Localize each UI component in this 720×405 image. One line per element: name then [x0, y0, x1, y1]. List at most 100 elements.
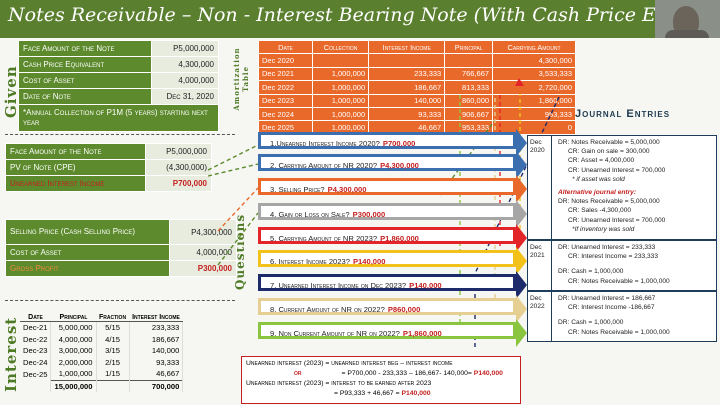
pv-value-cell: P5,000,000 [145, 143, 212, 160]
formula-box: Unearned interest (2023) = unearned inte… [241, 356, 521, 404]
given-note: *Annual Collection of P1M (5 years) star… [18, 104, 219, 132]
interest-cell: 93,333 [129, 356, 184, 368]
total-interest: 700,000 [129, 379, 184, 392]
formula-or: or [294, 370, 302, 377]
profit-label-cell: Selling Price (Cash Selling Price) [5, 219, 170, 245]
given-label-cell: Date of Note [18, 88, 152, 105]
question-arrow-head [516, 246, 527, 275]
interest-cell: 46,667 [129, 368, 184, 380]
given-value-cell: 4,000,000 [151, 72, 219, 89]
question-answer: P300,000 [352, 210, 386, 219]
question-text: 5. Carrying Amount of NR 2023? [270, 234, 378, 243]
journal-date: Dec 2020 [528, 136, 552, 239]
separator [5, 300, 235, 301]
journal-line: Alternative journal entry: [558, 189, 637, 196]
question-text: 8. Current Amount of NR on 2022? [270, 305, 385, 314]
given-label-cell: Cash Price Equivalent [18, 56, 152, 73]
profit-table: Selling Price (Cash Selling Price)P4,300… [5, 219, 237, 277]
pv-label-cell: Face Amount of the Note [5, 143, 146, 160]
profit-label-cell: Gross Profit [5, 260, 170, 277]
question-arrow-head [516, 128, 527, 157]
journal-line: DR: Cash = 1,000,000 [558, 268, 624, 276]
question-arrow-head [516, 318, 527, 347]
interest-header-cell: Date [20, 314, 51, 322]
question-arrow-head [516, 223, 527, 252]
journal-line: DR: Cash = 1,000,000 [558, 319, 624, 327]
interest-cell: 233,333 [129, 321, 184, 334]
amortization-header-cell: Principal [444, 39, 494, 55]
amortization-cell: 1,000,000 [311, 66, 370, 82]
journal-entry-2021: Dec 2021 DR: Unearned Interest = 233,333… [527, 240, 717, 291]
question-answer: P4,300,000 [380, 161, 419, 170]
amortization-cell: 140,000 [368, 93, 446, 108]
amortization-header-cell: Carrying Amount [492, 39, 576, 55]
amortization-header-cell: Collection [311, 39, 370, 55]
journal-line: * if asset was sold [572, 175, 625, 183]
formula-line: = P700,000 - 233,333 – 186,667- 140,000= [341, 370, 472, 377]
journal-line: CR: Gain on sale = 300,000 [568, 148, 650, 156]
journal-line: CR: Interest Income -186,667 [568, 304, 655, 312]
presenter-video-thumbnail [655, 0, 720, 38]
question-text: 1.Unearned Interest Income 2020? [270, 139, 380, 148]
amortization-cell: Dec 2024 [258, 106, 313, 122]
journal-line: CR: Asset = 4,000,000 [568, 157, 635, 165]
journal-date: Dec 2022 [528, 292, 552, 341]
question-text: 7. Unearned Interest Income on Dec 2023? [270, 281, 407, 290]
question-text: 3. Selling Price? [270, 185, 325, 194]
journal-line: DR: Unearned Interest = 186,667 [558, 295, 656, 302]
amortization-cell: 233,333 [368, 66, 446, 82]
question-answer: P4,300,000 [327, 185, 367, 194]
question-arrow-head [516, 150, 527, 179]
amortization-cell: 953,333 [444, 120, 494, 135]
question-5: 5. Carrying Amount of NR 2023?P1,860,000 [258, 227, 516, 244]
question-text: 9. Non Current Amount of NR on 2022? [270, 329, 400, 338]
connector-line [207, 144, 259, 171]
question-9: 9. Non Current Amount of NR on 2022?P1,8… [258, 322, 516, 339]
formula-line: Unearned interest (2023) = interest to b… [246, 380, 432, 387]
journal-line: CR: Unearned Interest = 700,000 [568, 166, 666, 174]
connector-line [217, 212, 259, 266]
amortization-cell: Dec 2021 [258, 66, 313, 82]
slide-title: Notes Receivable – Non - Interest Bearin… [8, 4, 720, 26]
question-answer: P140,000 [409, 281, 442, 290]
presenter-shoulders [665, 30, 709, 38]
journal-line: *If inventory was sold [572, 225, 635, 233]
given-value-cell: 4,300,000 [151, 56, 219, 73]
question-text: 2. Carrying Amount of NR 2020? [270, 161, 378, 170]
interest-cell: 186,667 [129, 333, 184, 345]
journal-title: Journal Entries [575, 108, 671, 120]
question-3: 3. Selling Price?P4,300,000 [258, 178, 516, 195]
amortization-cell: 3,533,333 [492, 66, 576, 82]
question-2: 2. Carrying Amount of NR 2020?P4,300,000 [258, 154, 516, 171]
journal-line: CR: Sales -4,300,000 [568, 207, 632, 215]
interest-cell: Dec-23 [20, 345, 52, 357]
amortization-cell: 186,667 [368, 80, 446, 95]
connector-line [217, 187, 259, 232]
interest-total-row: 15,000,000 700,000 [20, 379, 184, 392]
interest-header-cell: Principal [50, 314, 96, 322]
profit-value-cell: P300,000 [169, 260, 237, 277]
interest-cell: Dec-21 [20, 321, 52, 334]
interest-cell: Dec-25 [20, 368, 52, 380]
question-answer: P140,000 [352, 257, 386, 266]
amortization-cell: 766,667 [444, 66, 494, 82]
interest-cell: Dec-24 [20, 356, 52, 368]
question-7: 7. Unearned Interest Income on Dec 2023?… [258, 274, 516, 291]
amortization-cell [311, 53, 370, 68]
formula-answer: P140,000 [473, 370, 503, 377]
interest-cell: Dec-22 [20, 333, 52, 345]
